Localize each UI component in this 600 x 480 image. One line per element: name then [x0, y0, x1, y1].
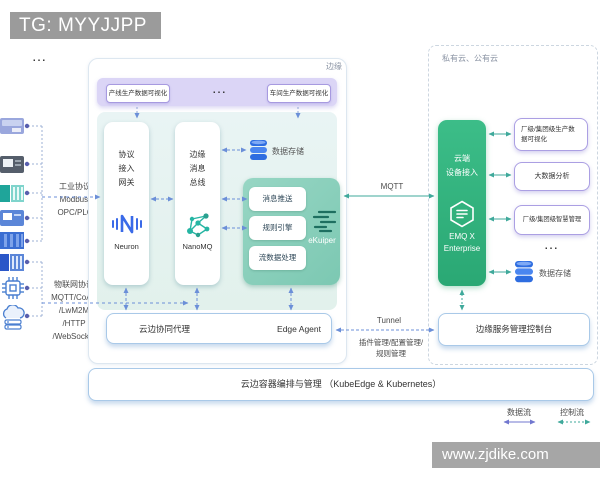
nanomq-name: NanoMQ — [182, 242, 213, 251]
agent-label-cn: 云边协同代理 — [139, 323, 191, 334]
edge-agent-bar: 云边协同代理 Edge Agent — [106, 313, 332, 344]
iot-protocol-label: 物联网协议 MQTT/CoAP /LwM2M /HTTP /WebSocket — [51, 280, 97, 341]
cloud-ellipsis: ... — [544, 241, 560, 252]
ekuiper-item-message-push: 消息推送 — [249, 187, 306, 211]
industrial-protocol-label: 工业协议 Modbus/ OPC/PLC — [57, 182, 93, 217]
tunnel-desc-line2: 规则管理 — [376, 349, 406, 358]
banner-item-workshop-visualization: 车间生产数据可视化 — [267, 84, 331, 103]
kube-orchestration-bar: 云边容器编排与管理 （KubeEdge & Kubernetes） — [88, 368, 594, 401]
cloud-app-factory-visualization: 厂级/集团级生产数据可视化 — [514, 118, 588, 151]
legend-data-flow-label: 数据流 — [507, 408, 531, 417]
neuron-title: 协议 接入 网关 — [118, 150, 135, 187]
neuron-name: Neuron — [114, 242, 139, 251]
ekuiper-item-rule-engine: 规则引擎 — [249, 216, 306, 240]
nanomq-box: 边缘 消息 总线 NanoMQ — [175, 122, 220, 285]
ekuiper-name: eKuiper — [308, 236, 336, 245]
cloud-app-smart-management: 厂级/集团级智慧管理 — [514, 205, 590, 235]
ekuiper-logo-icon — [311, 209, 337, 233]
emqx-logo-icon — [449, 200, 475, 228]
banner-item-line-visualization: 产线生产数据可视化 — [106, 84, 170, 103]
industrial-bracket-lines — [28, 125, 43, 242]
edge-database-icon — [250, 140, 267, 161]
plc-rack-icon — [0, 231, 25, 250]
nanomq-logo-icon — [183, 210, 213, 238]
cloud-region-label: 私有云、公有云 — [442, 54, 498, 63]
iot-module-icon — [0, 253, 25, 272]
cloud-storage-label: 数据存储 — [539, 269, 571, 278]
cloud-server-icon — [0, 305, 27, 331]
emqx-name-line2: Enterprise — [443, 244, 481, 253]
emqx-title: 云端 设备接入 — [446, 154, 478, 177]
mqtt-label: MQTT — [380, 182, 404, 191]
chip-icon — [2, 277, 24, 299]
cloud-app-bigdata-analysis: 大数据分析 — [514, 162, 590, 191]
ekuiper-item-stream-processing: 流数据处理 — [249, 246, 306, 270]
left-ellipsis: ... — [32, 53, 48, 64]
emqx-name-line1: EMQ X — [449, 232, 475, 241]
industrial-node-dots — [24, 123, 30, 244]
legend-control-flow-label: 控制流 — [560, 408, 584, 417]
watermark: www.zjdike.com — [432, 442, 600, 468]
plc-device-icon — [0, 116, 25, 136]
edge-region-label: 边缘 — [326, 62, 342, 71]
cloud-region — [428, 45, 598, 365]
hmi-device-icon — [0, 155, 25, 174]
emqx-box: 云端 设备接入 EMQ X Enterprise — [438, 120, 486, 286]
agent-label-en: Edge Agent — [277, 323, 321, 334]
neuron-logo-icon — [111, 212, 143, 236]
cloud-database-icon — [515, 261, 533, 283]
page-title-badge: TG: MYYJJPP — [10, 12, 161, 39]
edge-console-box: 边缘服务管理控制台 — [438, 313, 590, 346]
nanomq-title: 边缘 消息 总线 — [189, 150, 206, 187]
edge-storage-label: 数据存储 — [272, 147, 304, 156]
teal-plc-icon — [0, 184, 25, 203]
banner-ellipsis: ... — [212, 85, 228, 96]
tunnel-desc-line1: 插件管理/配置管理/ — [358, 338, 424, 347]
tunnel-label: Tunnel — [376, 316, 402, 325]
blue-hmi-icon — [0, 209, 25, 227]
neuron-box: 协议 接入 网关 Neuron — [104, 122, 149, 285]
